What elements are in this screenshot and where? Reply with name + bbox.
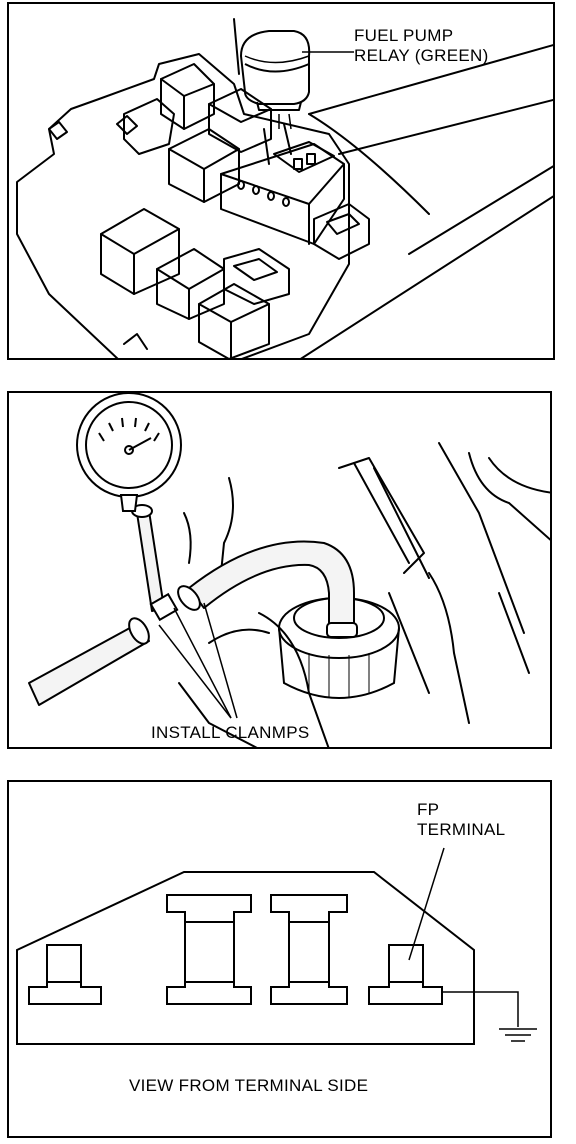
relay-location-panel: FUEL PUMP RELAY (GREEN) xyxy=(7,2,555,360)
terminal-view-panel: FP TERMINAL VIEW FROM TERMINAL SIDE xyxy=(7,780,552,1138)
fuel-hose-icon xyxy=(28,510,358,706)
relay-leader-line xyxy=(302,51,354,53)
fp-terminal-label: FP TERMINAL xyxy=(417,800,506,839)
fuel-pressure-gauge-icon xyxy=(76,393,182,512)
terminal-view-caption: VIEW FROM TERMINAL SIDE xyxy=(129,1076,369,1095)
relay-connector-icon xyxy=(16,847,519,1045)
hose-clamp-icon xyxy=(128,504,201,645)
fuel-pump-relay-icon xyxy=(240,30,311,130)
pressure-gauge-panel: INSTALL CLANMPS xyxy=(7,391,552,749)
clamp-pointer-lines xyxy=(158,602,238,719)
ground-symbol-icon xyxy=(499,1028,537,1042)
relay-box-icon xyxy=(16,18,553,358)
fuel-pump-relay-label: FUEL PUMP RELAY (GREEN) xyxy=(354,26,489,65)
install-clamps-label: INSTALL CLANMPS xyxy=(151,723,310,742)
